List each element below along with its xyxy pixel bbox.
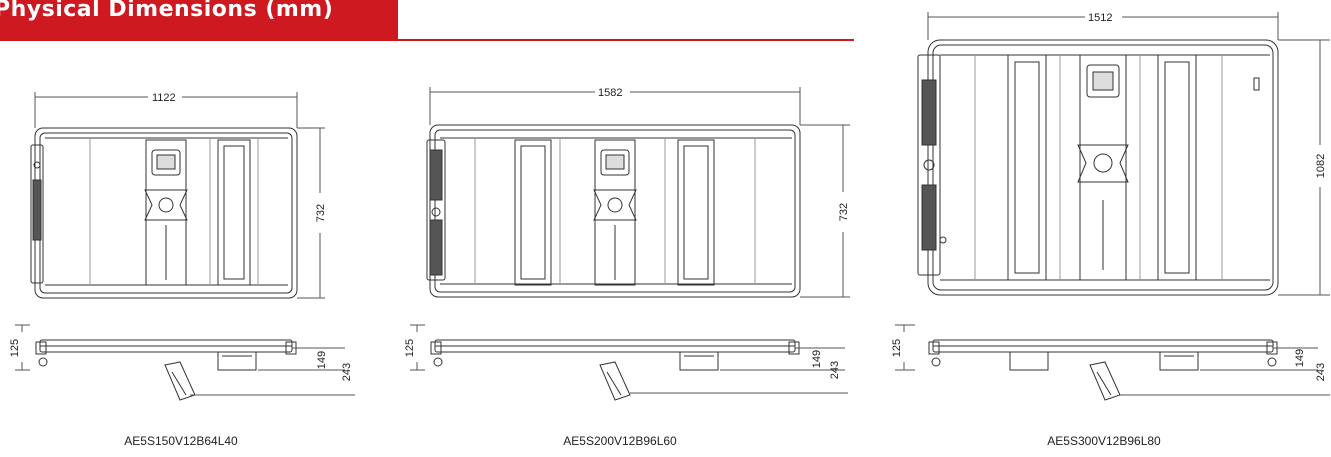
title-underline [398,39,854,41]
unit-1-width-label: 1122 [152,92,176,104]
title-banner: Physical Dimensions (mm) [0,0,398,41]
unit-2-side-b-label: 149 [811,350,823,368]
unit-1-side-b-label: 149 [316,351,328,369]
unit-1-model-label: AE5S150V12B64L40 [124,434,238,448]
unit-1-side-a-label: 125 [9,339,21,357]
unit-3-width-label: 1512 [1088,12,1112,24]
unit-1-side-view [35,339,297,401]
unit-3-side-c-label: 243 [1315,363,1327,381]
unit-3-side-view [928,339,1278,401]
page-title: Physical Dimensions (mm) [0,0,334,22]
unit-1-front-view [30,127,298,299]
unit-3-model-label: AE5S300V12B96L80 [1047,434,1161,448]
unit-2-side-c-label: 243 [829,361,841,379]
unit-2-width-label: 1582 [598,87,622,99]
unit-1-side-c-label: 243 [341,363,353,381]
unit-2-side-view [430,339,800,401]
unit-2-model-label: AE5S200V12B96L60 [563,434,677,448]
unit-2-side-a-label: 125 [404,339,416,357]
unit-2-height-label: 732 [838,203,850,221]
unit-3-height-label: 1082 [1315,154,1327,178]
unit-1-height-label: 732 [315,204,327,222]
unit-3-side-a-label: 125 [891,339,903,357]
unit-2-front-view [426,124,801,298]
unit-3-side-b-label: 149 [1294,349,1306,367]
unit-3-front-view [917,39,1279,296]
